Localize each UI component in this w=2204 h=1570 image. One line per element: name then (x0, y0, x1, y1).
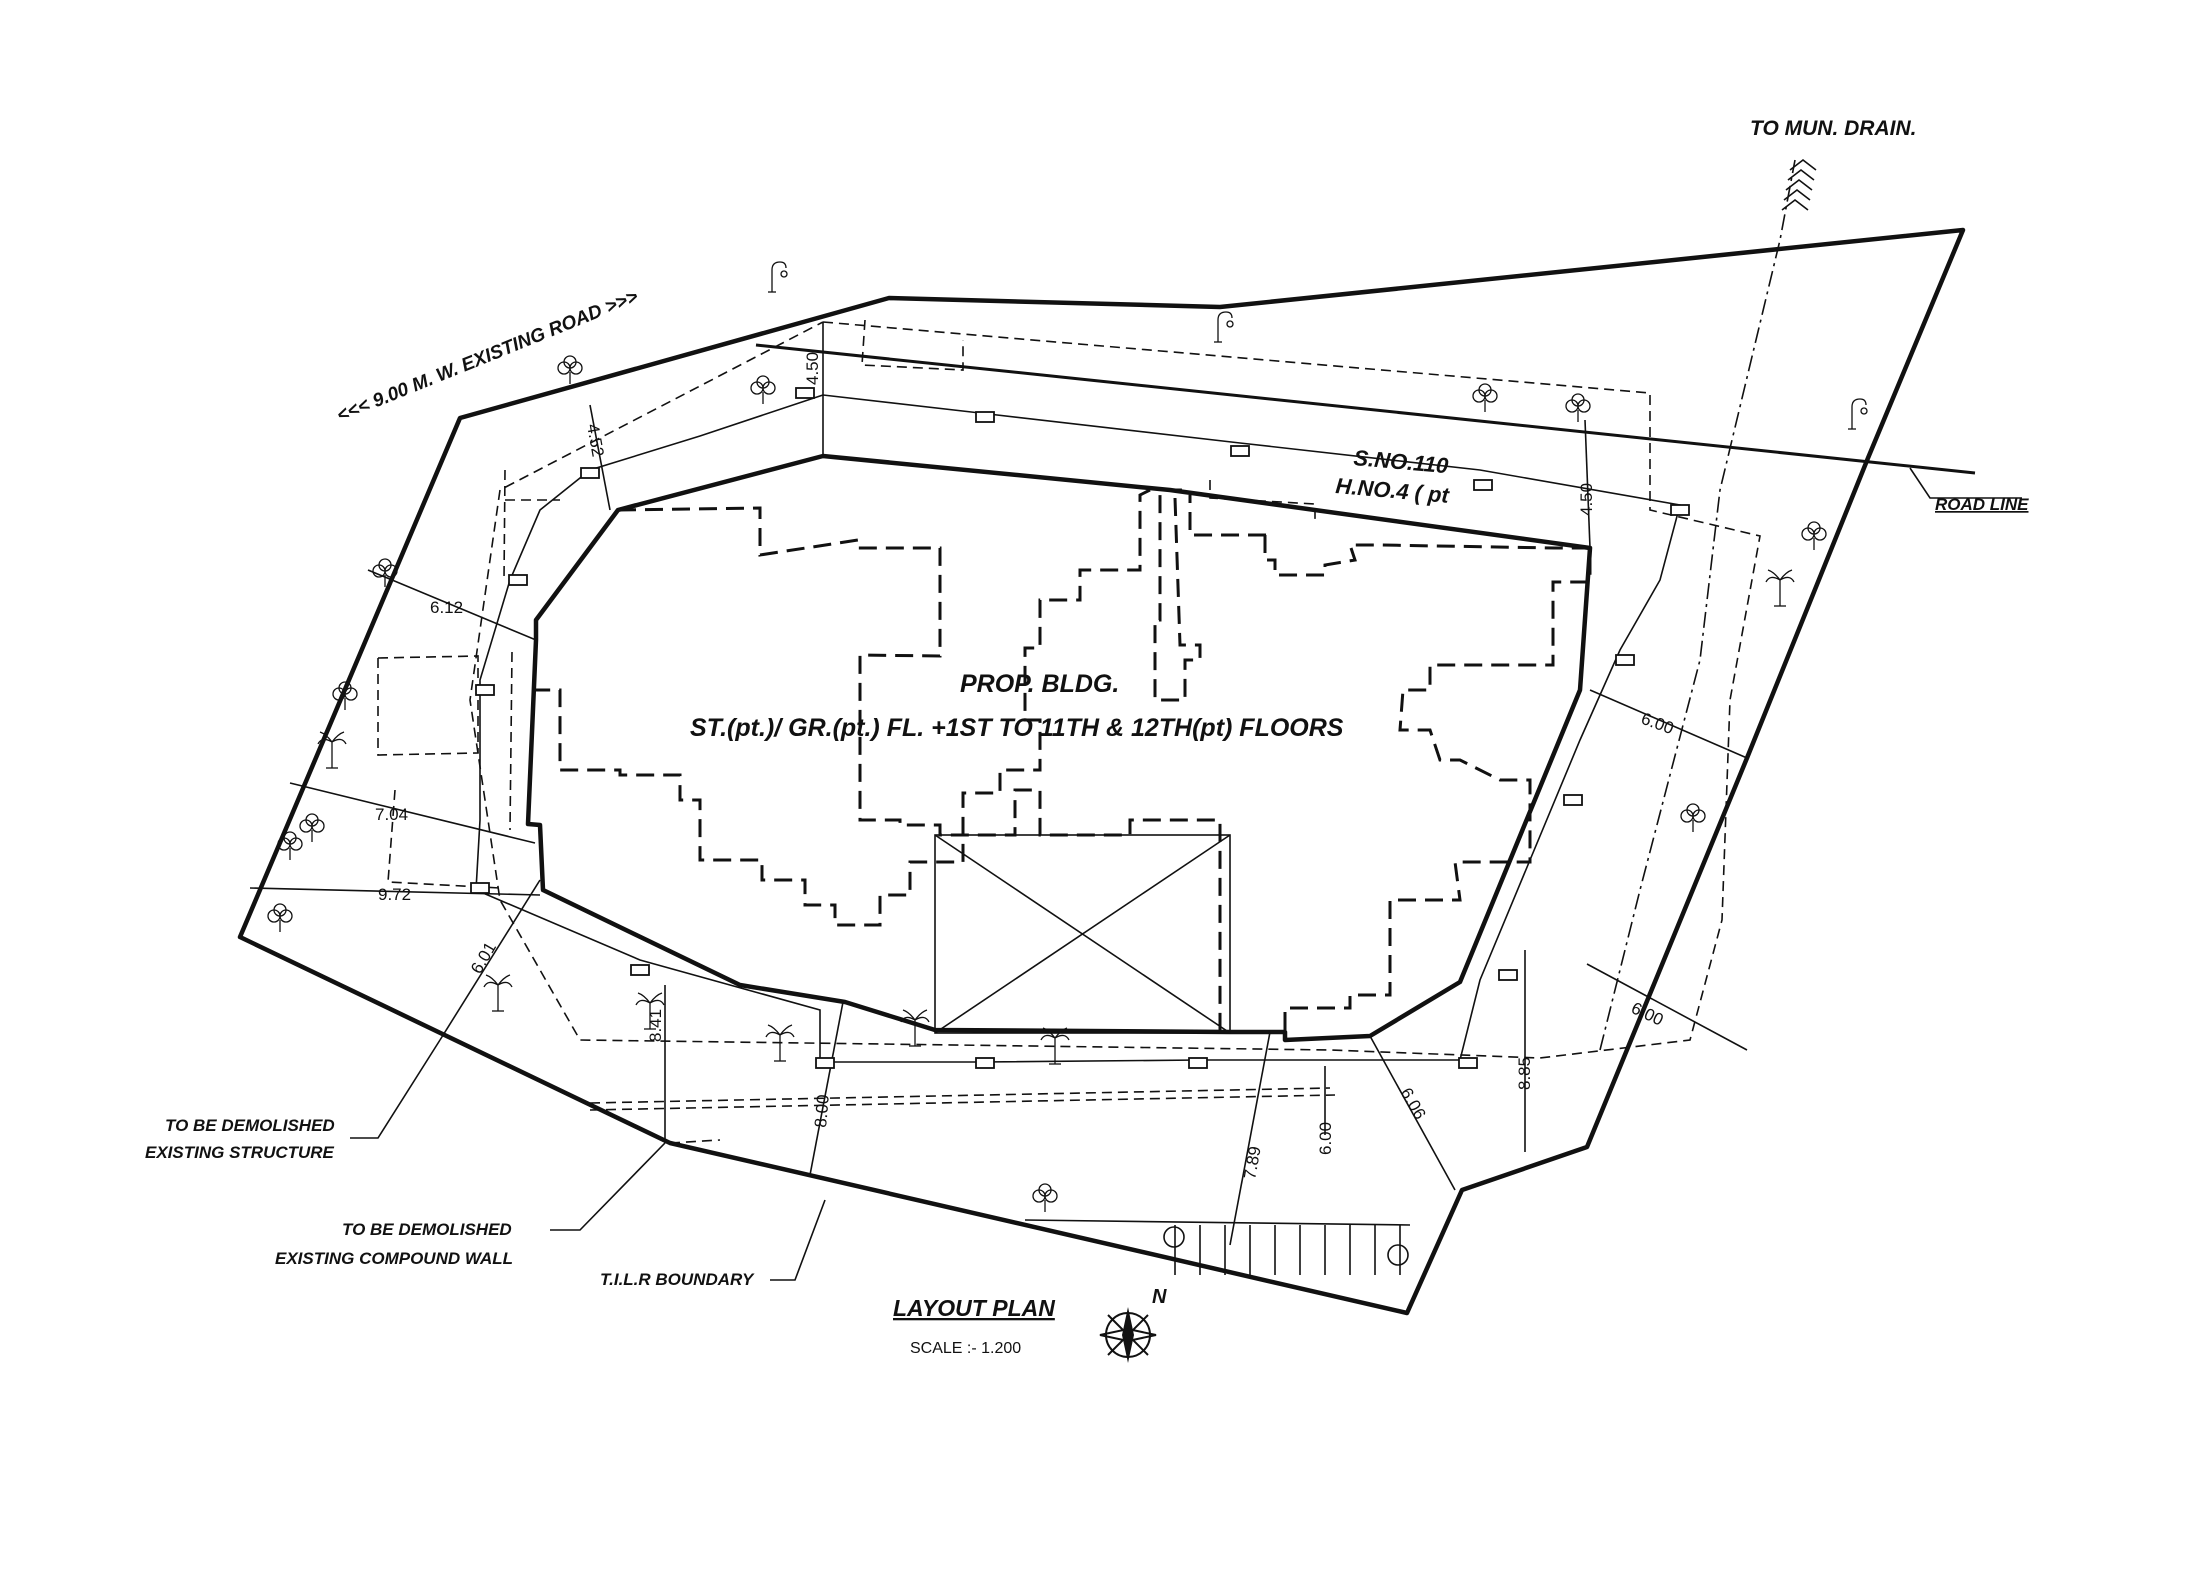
chamber-icon (630, 964, 650, 976)
street-light-icon (767, 261, 788, 293)
dim-8-00: 8.00 (811, 1094, 833, 1129)
compound-wall (589, 1087, 1336, 1144)
road-line-label: ROAD LINE (1935, 495, 2029, 514)
chamber-icon (508, 574, 528, 586)
survey-no-label: S.NO.110 (1353, 445, 1451, 478)
scale-label: SCALE :- 1.200 (910, 1340, 1021, 1357)
service-box (934, 834, 1231, 1034)
chamber-icon (1473, 479, 1493, 491)
dim-8-85: 8.85 (1515, 1057, 1534, 1090)
chamber-icon (975, 411, 995, 423)
demolish-structure-line1: TO BE DEMOLISHED (165, 1116, 335, 1135)
tree-icon (1032, 1183, 1058, 1213)
dim-6-06: 6.06 (1397, 1085, 1430, 1123)
dimension-lines (249, 322, 1748, 1246)
chamber-icon (975, 1057, 995, 1069)
chamber-icon (1615, 654, 1635, 666)
chamber-icon (1230, 445, 1250, 457)
north-arrow-icon (1099, 1307, 1157, 1363)
chamber-icon (1458, 1057, 1478, 1069)
chamber-icon (470, 882, 490, 894)
building-name-label: PROP. BLDG. (960, 670, 1119, 698)
tree-icon (1801, 521, 1827, 551)
chamber-icon (1498, 969, 1518, 981)
tilr-boundary-label: T.I.L.R BOUNDARY (600, 1270, 755, 1289)
north-label: N (1152, 1286, 1167, 1308)
demolish-wall-line1: TO BE DEMOLISHED (342, 1220, 512, 1239)
street-light-icon (1213, 311, 1234, 343)
dim-4-52: 4.52 (583, 422, 607, 458)
chamber-icon (1563, 794, 1583, 806)
dim-6-12: 6.12 (430, 598, 463, 617)
note-leaders (350, 1039, 826, 1281)
dim-6-01: 6.01 (467, 939, 500, 977)
street-light-icon (1847, 398, 1868, 430)
tree-icon (1472, 383, 1498, 413)
plot-boundary (237, 227, 1966, 1316)
dim-6-00-right-upper: 6.00 (1639, 709, 1677, 738)
chamber-icon (475, 684, 495, 696)
chamber-icon (580, 467, 600, 479)
tree-icon (299, 813, 325, 843)
drain-line (1599, 159, 1796, 1051)
tree-icon (1680, 803, 1706, 833)
chamber-icon (795, 387, 815, 399)
dim-8-41: 8.41 (646, 1009, 665, 1042)
tree-icon (557, 355, 583, 385)
dim-4-50-top: 4.50 (803, 352, 822, 385)
demolish-wall-line2: EXISTING COMPOUND WALL (275, 1249, 513, 1268)
parking-row (1024, 1219, 1411, 1275)
road-line-leader (1909, 467, 2022, 499)
house-no-label: H.NO.4 ( pt (1335, 473, 1452, 508)
dim-9-72: 9.72 (378, 885, 411, 904)
tree-icon (1565, 393, 1591, 423)
demolish-structure-line2: EXISTING STRUCTURE (145, 1143, 335, 1162)
dim-7-04: 7.04 (375, 805, 408, 824)
palm-icon (1765, 569, 1795, 607)
building-outline (525, 453, 1593, 1043)
chamber-icon (1670, 504, 1690, 516)
chamber-icon (1188, 1057, 1208, 1069)
driveway-outer (469, 321, 1761, 1059)
upper-floor-outline (533, 488, 1592, 1034)
palm-icon (483, 974, 513, 1012)
mun-drain-label: TO MUN. DRAIN. (1750, 117, 1916, 140)
road-line (755, 343, 1976, 475)
layout-plan-title: LAYOUT PLAN (893, 1295, 1055, 1321)
tree-icon (267, 903, 293, 933)
tree-icon (750, 375, 776, 405)
parking-icon (1163, 1226, 1185, 1248)
dim-7-89: 7.89 (1240, 1145, 1264, 1181)
existing-structure-top (861, 319, 1316, 520)
chamber-icon (815, 1057, 835, 1069)
existing-road-label: <<< 9.00 M. W. EXISTING ROAD >>> (334, 286, 641, 426)
parking-icon (1387, 1244, 1409, 1266)
existing-structure-left (377, 469, 560, 889)
dim-4-50-right: 4.50 (1577, 483, 1596, 516)
building-floors-label: ST.(pt.)/ GR.(pt.) FL. +1ST TO 11TH & 12… (690, 714, 1344, 742)
drain-arrow-icon (1781, 158, 1817, 211)
dim-6-00-bottom: 6.00 (1316, 1122, 1335, 1155)
